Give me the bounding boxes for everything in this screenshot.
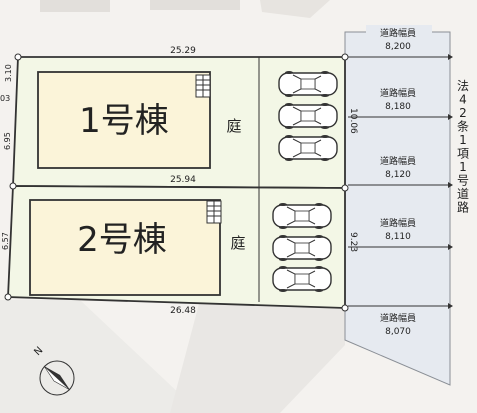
corner-marker	[14, 53, 22, 61]
road-width-title: 道路幅員	[380, 312, 416, 324]
background-shape	[150, 0, 240, 10]
right-lower-dimension: 9.23	[348, 232, 358, 252]
left-upper-dimension-b: 03	[0, 94, 10, 103]
background-shape	[260, 0, 330, 18]
car-icon	[272, 202, 332, 230]
building-1	[37, 71, 211, 169]
bottom-edge-length: 26.48	[170, 306, 196, 316]
car-icon	[278, 102, 338, 130]
road-width-markers	[348, 54, 453, 309]
compass-ring	[39, 360, 75, 396]
car-icon	[278, 70, 338, 98]
building-1-label: 1号棟	[79, 101, 169, 141]
right-upper-dimension: 10.06	[348, 108, 358, 134]
left-upper-dimension-a: 3.10	[4, 64, 13, 82]
road-width-title: 道路幅員	[380, 155, 416, 167]
parking-lot-1	[278, 70, 338, 162]
car-icon	[278, 134, 338, 162]
road-width-value: 8,200	[385, 42, 411, 52]
parking-lot-2	[272, 202, 332, 293]
road-width-title: 道路幅員	[380, 87, 416, 99]
left-lower-dimension: 6.57	[1, 232, 10, 250]
compass-needle-icon	[43, 365, 71, 391]
background-shape	[0, 300, 200, 413]
yard-1-label: 庭	[226, 117, 241, 135]
road-width-value: 8,070	[385, 327, 411, 337]
stair-icon	[195, 74, 211, 98]
road-width-title: 道路幅員	[380, 27, 416, 39]
yard-2-label: 庭	[230, 234, 245, 252]
road-width-value: 8,180	[385, 102, 411, 112]
corner-marker	[341, 184, 349, 192]
corner-marker	[341, 304, 349, 312]
corner-marker	[9, 182, 17, 190]
left-upper-dimension-c: 6.95	[3, 132, 12, 150]
stair-icon	[206, 200, 222, 224]
car-icon	[272, 265, 332, 293]
road-width-value: 8,120	[385, 170, 411, 180]
building-2-label: 2号棟	[77, 220, 167, 260]
top-edge-length: 25.29	[170, 46, 196, 56]
background-shape	[170, 300, 345, 413]
corner-marker	[341, 53, 349, 61]
middle-edge-length: 25.94	[170, 175, 196, 185]
building-2	[29, 199, 221, 296]
car-icon	[272, 234, 332, 262]
road-width-title: 道路幅員	[380, 217, 416, 229]
corner-marker	[4, 293, 12, 301]
road-width-labels: 道路幅員 8,200 道路幅員 8,180 道路幅員 8,120 道路幅員 8,…	[366, 25, 432, 338]
road-width-value: 8,110	[385, 232, 411, 242]
lot-corner-markers	[4, 53, 349, 312]
background-shape	[40, 0, 110, 12]
